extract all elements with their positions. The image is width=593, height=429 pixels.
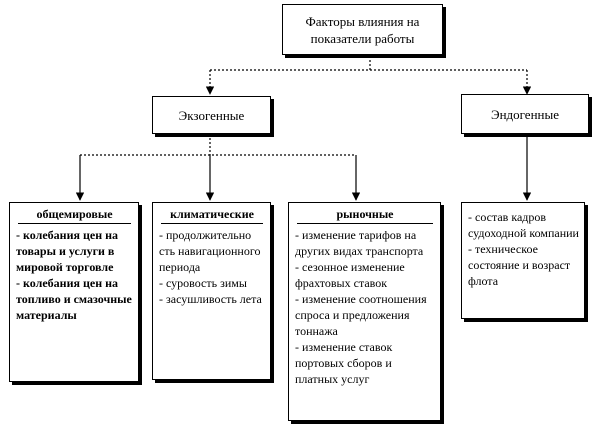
climate-factors-heading: климатические <box>161 206 263 224</box>
list-item: - колебания цен на топливо и смазочные м… <box>16 276 132 322</box>
root-node: Факторы влияния на показатели работы <box>282 4 443 55</box>
list-item: - засушливость лета <box>159 292 262 306</box>
list-item: - изменение тарифов на других видах тран… <box>295 228 424 258</box>
root-node-line1: Факторы влияния на <box>305 13 420 29</box>
exogenous-label: Экзогенные <box>178 107 245 123</box>
list-item: - продолжительно сть навигационного пери… <box>159 228 261 274</box>
world-factors-list: - колебания цен на товары и услуги в мир… <box>16 227 133 323</box>
list-item: - техническое состояние и возраст флота <box>468 242 571 288</box>
list-item: - изменение соотношения спроса и предлож… <box>295 292 427 338</box>
exogenous-node: Экзогенные <box>152 96 271 134</box>
endogenous-label: Эндогенные <box>490 106 559 122</box>
climate-factors-list: - продолжительно сть навигационного пери… <box>159 227 265 307</box>
list-item: - изменение ставок портовых сборов и пла… <box>295 340 393 386</box>
market-factors-heading: рыночные <box>297 206 433 224</box>
endogenous-node: Эндогенные <box>461 94 589 134</box>
market-factors-list: - изменение тарифов на других видах тран… <box>295 227 435 387</box>
world-factors-node: общемировые - колебания цен на товары и … <box>9 202 139 382</box>
endogenous-factors-list: - состав кадров судоходной компании - те… <box>468 209 579 289</box>
list-item: - колебания цен на товары и услуги в мир… <box>16 228 119 274</box>
list-item: - состав кадров судоходной компании <box>468 210 579 240</box>
climate-factors-node: климатические - продолжительно сть навиг… <box>152 202 271 380</box>
list-item: - суровость зимы <box>159 276 247 290</box>
world-factors-heading: общемировые <box>18 206 131 224</box>
endogenous-factors-node: - состав кадров судоходной компании - те… <box>461 202 585 319</box>
root-node-line2: показатели работы <box>310 30 415 46</box>
market-factors-node: рыночные - изменение тарифов на других в… <box>288 202 441 421</box>
list-item: - сезонное изменение фрахтовых ставок <box>295 260 405 290</box>
